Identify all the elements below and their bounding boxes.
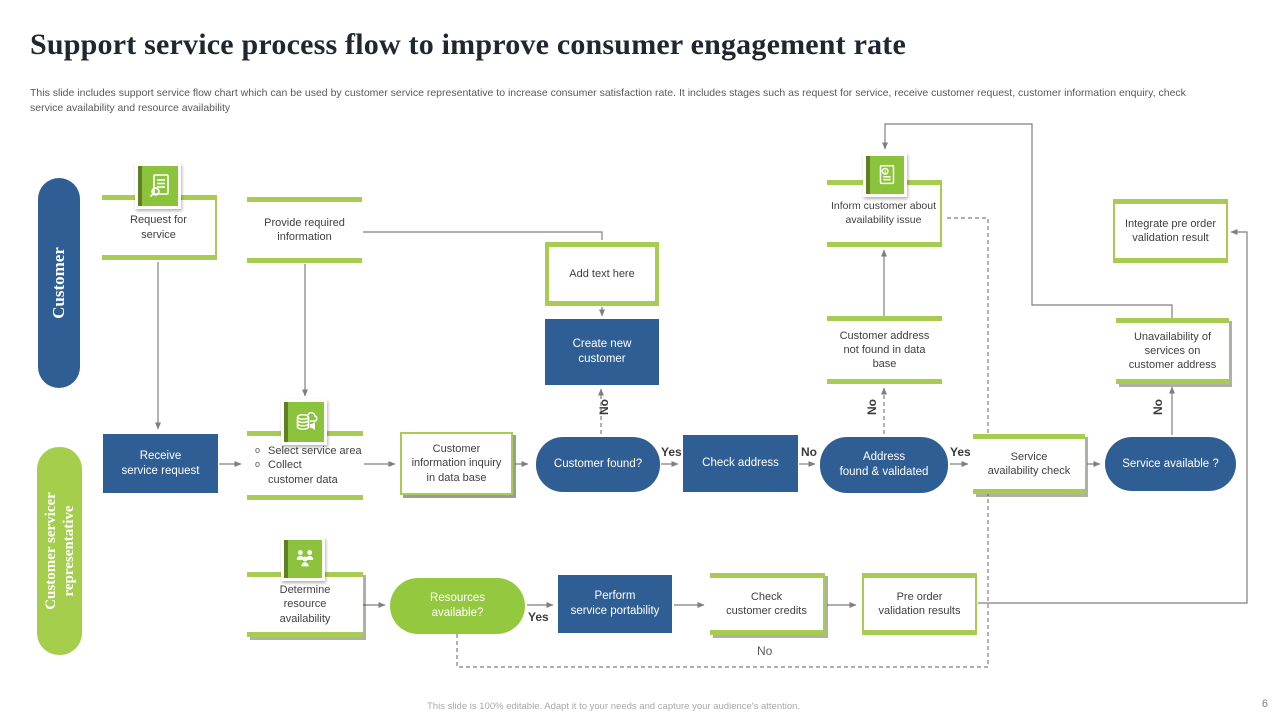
node-create-new-customer: Create new customer: [545, 319, 659, 385]
lane-customer: Customer: [38, 178, 80, 388]
label-customer-found-yes: Yes: [661, 445, 682, 459]
edge-resources-no-dashed: [456, 217, 989, 668]
label-resources-available-yes: Yes: [528, 610, 549, 624]
database-cloud-icon: [281, 399, 327, 445]
node-add-text-here: Add text here: [545, 242, 659, 306]
customer-info-document-icon: [863, 153, 907, 197]
edge-preorder-to-integrate: [978, 229, 1248, 604]
label-address-validated-yes: Yes: [950, 445, 971, 459]
database-cloud-icon-tile: [284, 402, 324, 442]
bullet-row: o Select service area: [255, 444, 362, 458]
team-icon-tile: [284, 540, 322, 578]
bullet-collect-customer-data: Collect customer data: [268, 459, 338, 486]
document-search-icon: [135, 163, 181, 209]
slide-page-number: 6: [1261, 698, 1268, 710]
lane-customer-label: Customer: [48, 247, 68, 319]
node-resources-available: Resources available?: [390, 578, 525, 634]
node-provide-required-information: Provide required information: [247, 197, 362, 263]
node-unavailability-services: Unavailability of services on customer a…: [1116, 318, 1229, 384]
node-integrate-pre-order: Integrate pre order validation result: [1113, 199, 1228, 263]
bullet-row: o Collect customer data: [255, 458, 338, 487]
node-address-found-validated: Address found & validated: [820, 437, 948, 493]
label-resources-available-no: No: [757, 644, 773, 658]
node-check-customer-credits: Check customer credits: [710, 573, 825, 635]
node-receive-service-request: Receive service request: [103, 434, 218, 493]
node-check-address: Check address: [683, 435, 798, 492]
node-service-available: Service available ?: [1105, 437, 1236, 491]
label-service-available-no: No: [1151, 399, 1165, 415]
node-inform-customer: Inform customer about availability issue: [827, 180, 942, 247]
node-customer-information-inquiry: Customer information inquiry in data bas…: [400, 432, 513, 495]
slide-description: This slide includes support service flow…: [30, 87, 1186, 114]
team-icon: [281, 537, 325, 581]
label-address-validated-no: No: [865, 399, 879, 415]
node-customer-address-not-found: Customer address not found in data base: [827, 316, 942, 384]
customer-info-document-icon-tile: [866, 156, 904, 194]
slide-title: Support service process flow to improve …: [30, 28, 906, 61]
lane-representative: Customer servicer representative: [37, 447, 82, 655]
document-search-icon-tile: [138, 166, 178, 206]
node-pre-order-validation-results: Pre order validation results: [862, 573, 977, 635]
edge-provide-to-addtext: [363, 231, 603, 240]
label-customer-found-no: No: [597, 399, 611, 415]
lane-representative-label: Customer servicer representative: [42, 492, 77, 610]
node-customer-found: Customer found?: [536, 437, 660, 492]
bullet-marker: o: [255, 459, 261, 470]
edge-unavailability-to-inform: [882, 123, 1173, 318]
node-service-availability-check: Service availability check: [973, 434, 1085, 494]
node-determine-resource-availability: Determine resource availability: [247, 572, 363, 637]
bullet-select-service-area: Select service area: [268, 445, 362, 458]
label-check-address-no: No: [801, 445, 817, 459]
node-perform-service-portability: Perform service portability: [558, 575, 672, 633]
bullet-marker: o: [255, 445, 261, 456]
slide-footer-note: This slide is 100% editable. Adapt it to…: [427, 701, 801, 712]
